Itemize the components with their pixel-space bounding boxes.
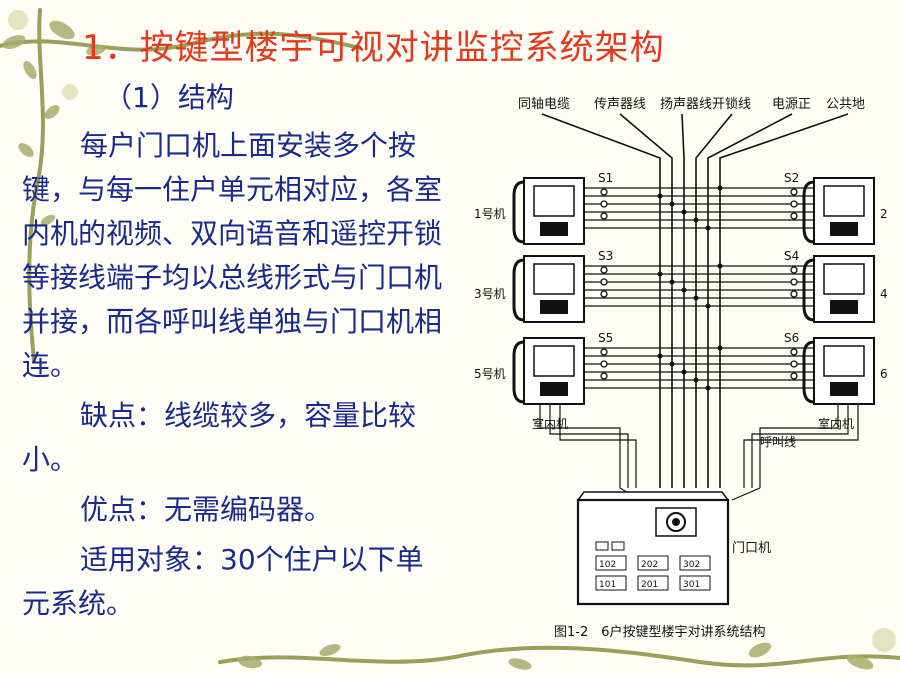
- row-1: [512, 177, 875, 245]
- door-unit-label: 门口机: [732, 541, 771, 556]
- door-button-302: 302: [683, 560, 700, 570]
- unit-5-label: 5号机: [474, 367, 506, 381]
- label-common-ground: 公共地: [826, 97, 865, 112]
- label-unlock-line: 开锁线: [712, 96, 751, 112]
- door-button-101: 101: [599, 580, 616, 590]
- indoor-label-left: 室内机: [532, 416, 568, 431]
- paragraph-applicable: 适用对象：30个住户以下单元系统。: [22, 543, 424, 620]
- unit-6-label: 6: [880, 367, 888, 381]
- indoor-label-right: 室内机: [818, 416, 854, 431]
- switch-s3: S3: [598, 249, 613, 263]
- label-power-positive: 电源正: [772, 97, 811, 112]
- switch-s2: S2: [784, 171, 799, 185]
- wiring-diagram: 同轴电缆 传声器线 扬声器线 开锁线 电源正 公共地: [470, 88, 890, 648]
- door-button-301: 301: [683, 580, 700, 590]
- section-subtitle: （1）结构: [104, 81, 234, 114]
- slide-title: 1．按键型楼宇可视对讲监控系统架构: [82, 28, 665, 68]
- body-text: 每户门口机上面安装多个按键，与每一住户单元相对应，各室内机的视频、双向语音和遥控…: [22, 124, 444, 626]
- unit-1-label: 1号机: [474, 207, 506, 221]
- unit-3-label: 3号机: [474, 287, 506, 301]
- row-3: [512, 255, 875, 323]
- switch-s5: S5: [598, 331, 613, 345]
- door-button-202: 202: [641, 560, 658, 570]
- switch-s4: S4: [784, 249, 799, 263]
- label-mic-line: 传声器线: [594, 97, 646, 112]
- label-coax: 同轴电缆: [518, 96, 570, 112]
- paragraph-structure: 每户门口机上面安装多个按键，与每一住户单元相对应，各室内机的视频、双向语音和遥控…: [22, 129, 443, 382]
- label-speaker-line: 扬声器线: [660, 97, 712, 112]
- door-button-201: 201: [641, 580, 658, 590]
- figure-caption: 图1-2 6户按键型楼宇对讲系统结构: [554, 624, 766, 640]
- unit-4-label: 4: [880, 287, 888, 301]
- paragraph-disadvantage: 缺点：线缆较多，容量比较小。: [22, 399, 417, 476]
- door-unit: [576, 491, 730, 606]
- paragraph-advantage: 优点：无需编码器。: [80, 493, 333, 526]
- row-5: [512, 337, 875, 405]
- switch-s1: S1: [598, 171, 613, 185]
- call-line-label: 呼叫线: [760, 435, 796, 449]
- door-button-102: 102: [599, 560, 616, 570]
- switch-s6: S6: [784, 331, 799, 345]
- unit-2-label: 2: [880, 207, 888, 221]
- diagram-svg: 同轴电缆 传声器线 扬声器线 开锁线 电源正 公共地: [474, 96, 888, 640]
